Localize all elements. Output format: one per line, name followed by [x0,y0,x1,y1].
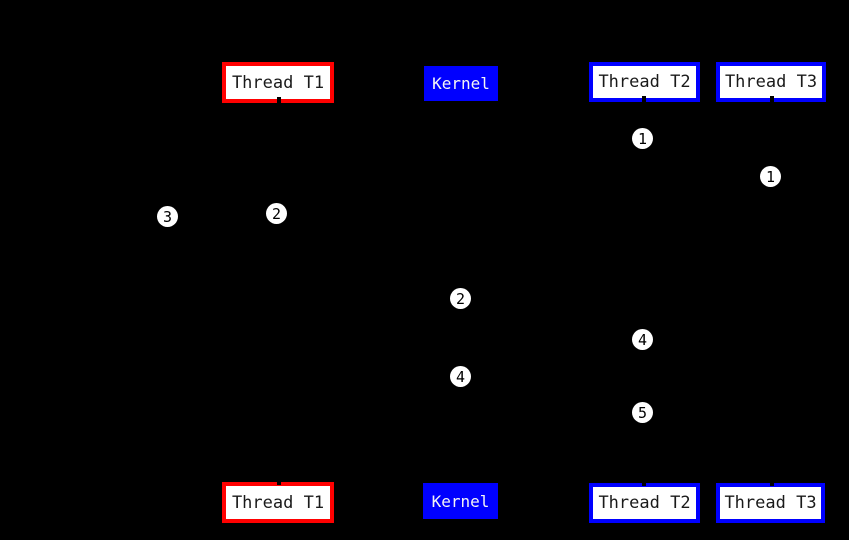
lifeline-stub-t1-top [277,97,281,104]
event-marker-1-thread-t2: 1 [632,128,653,149]
lifeline-stub-t1-bottom [277,478,281,485]
event-marker-5-thread-t2: 5 [632,402,653,423]
event-marker-3-left-of-thread-t1: 3 [157,206,178,227]
lifeline-stub-t2-bottom [642,479,646,486]
lifeline-stub-t3-top [770,96,774,103]
lifeline-stub-t2-top [642,96,646,103]
node-kernel-bottom: Kernel [423,483,498,519]
event-marker-2-thread-t1: 2 [266,203,287,224]
lifeline-stub-t3-bottom [770,479,774,486]
node-thread-t3-top: Thread T3 [716,62,826,102]
event-marker-4-thread-t2: 4 [632,329,653,350]
event-marker-2-kernel: 2 [450,288,471,309]
node-thread-t1-bottom: Thread T1 [222,482,334,523]
node-thread-t3-bottom: Thread T3 [716,483,825,523]
event-marker-4-kernel: 4 [450,366,471,387]
event-marker-1-thread-t3: 1 [760,166,781,187]
node-thread-t2-bottom: Thread T2 [589,483,700,523]
node-kernel-top: Kernel [424,66,498,101]
